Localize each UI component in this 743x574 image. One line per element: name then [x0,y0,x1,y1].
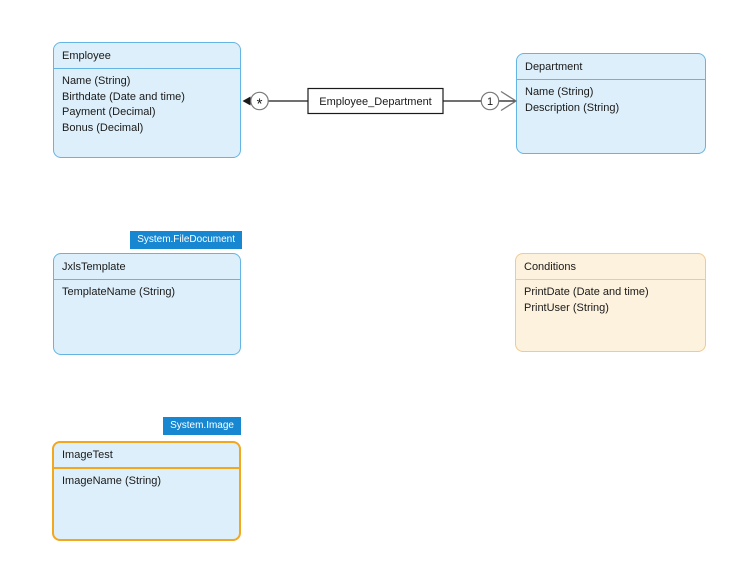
entity-attributes: Name (String) Description (String) [517,80,705,121]
entity-attributes: ImageName (String) [54,469,239,495]
attribute-line: Bonus (Decimal) [62,121,144,134]
one-multiplicity-circle [480,91,500,111]
entity-jxlstemplate[interactable]: JxlsTemplate TemplateName (String) [53,253,241,355]
entity-conditions[interactable]: Conditions PrintDate (Date and time) Pri… [515,253,706,352]
generalization-tag-image: System.Image [163,417,241,435]
entity-department[interactable]: Department Name (String) Description (St… [516,53,706,154]
attribute-line: Birthdate (Date and time) [62,90,185,103]
entity-attributes: Name (String) Birthdate (Date and time) … [54,69,240,141]
entity-title: JxlsTemplate [54,254,240,280]
attribute-line: TemplateName (String) [62,286,176,298]
association-label: Employee_Department [319,96,432,108]
entity-attributes: TemplateName (String) [54,280,240,306]
association-employee-department[interactable]: * Employee_Department 1 [240,80,520,122]
association-label-box[interactable] [307,87,444,115]
entity-title: Conditions [516,254,705,280]
attribute-line: Name (String) [62,75,131,87]
entity-title: ImageTest [54,443,239,469]
attribute-line: PrintUser (String) [524,301,609,314]
many-multiplicity-circle [250,91,269,111]
attribute-line: Payment (Decimal) [62,106,156,118]
entity-title: Employee [54,43,240,69]
attribute-line: PrintDate (Date and time) [524,286,649,298]
open-arrow-icon [500,90,518,112]
entity-employee[interactable]: Employee Name (String) Birthdate (Date a… [53,42,241,158]
one-multiplicity-label: 1 [487,96,493,108]
entity-imagetest[interactable]: ImageTest ImageName (String) [52,441,241,541]
attribute-line: Description (String) [525,101,620,114]
generalization-tag-filedocument: System.FileDocument [130,231,242,249]
attribute-line: ImageName (String) [62,475,162,487]
entity-title: Department [517,54,705,80]
owner-arrowhead-icon [242,96,251,106]
many-multiplicity-label: * [257,96,263,113]
entity-attributes: PrintDate (Date and time) PrintUser (Str… [516,280,705,321]
attribute-line: Name (String) [525,86,594,98]
